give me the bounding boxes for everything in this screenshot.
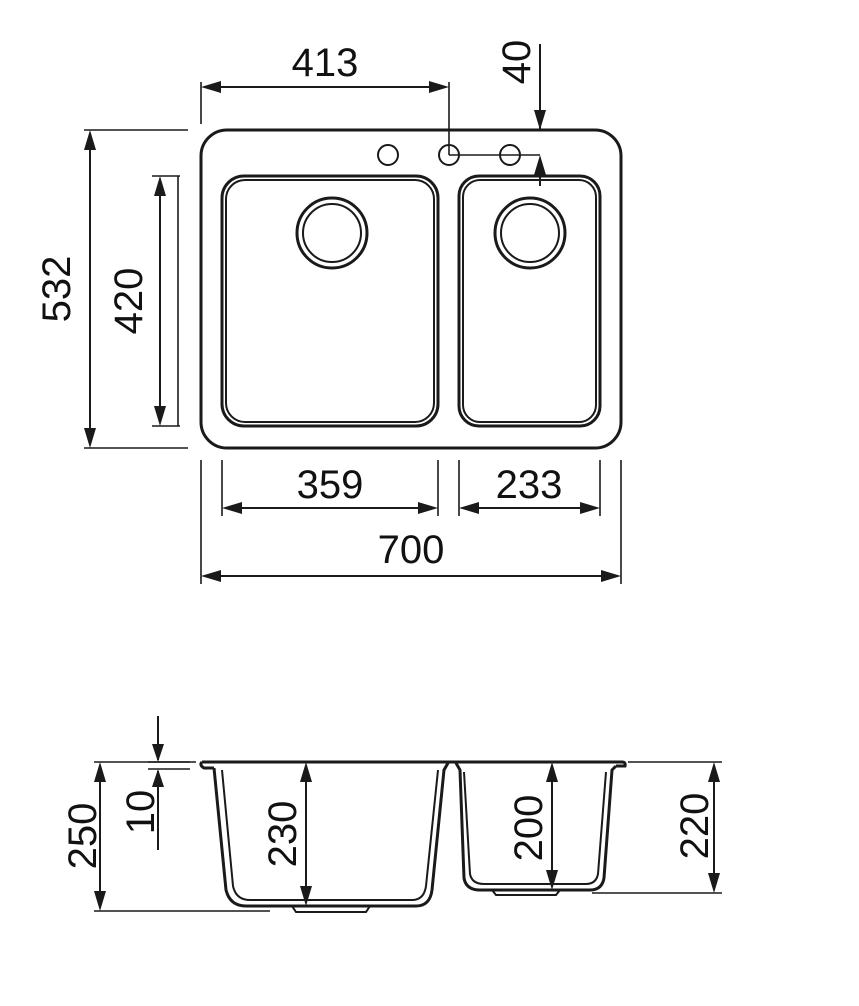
left-drain-icon [295, 196, 369, 270]
large-bowl-profile [212, 762, 450, 908]
section-view: 250 10 230 200 [61, 716, 722, 913]
dimension-40: 40 [450, 40, 546, 186]
dimension-200: 200 [507, 762, 558, 890]
sink-rim [199, 760, 627, 770]
dim-label-10: 10 [119, 790, 163, 835]
dim-label-700: 700 [378, 528, 445, 572]
dim-label-420: 420 [107, 268, 151, 335]
right-drain-icon [493, 196, 567, 270]
dimension-250: 250 [61, 761, 270, 912]
dim-label-233: 233 [496, 463, 563, 507]
tap-hole-left-icon [377, 144, 399, 166]
dim-label-532: 532 [35, 256, 79, 323]
dim-label-250: 250 [61, 803, 105, 870]
small-bowl-profile [454, 762, 618, 892]
top-view: 413 40 532 420 [35, 40, 623, 584]
dim-label-230: 230 [261, 801, 305, 868]
dim-label-359: 359 [297, 463, 364, 507]
dimension-233: 233 [458, 460, 601, 516]
dim-label-220: 220 [673, 793, 717, 860]
dimension-359: 359 [221, 460, 439, 516]
right-bowl [457, 174, 602, 428]
left-bowl [220, 174, 440, 428]
dimension-220: 220 [592, 761, 722, 894]
dim-label-200: 200 [507, 795, 551, 862]
dimension-420: 420 [107, 175, 180, 427]
sink-outline [199, 128, 623, 450]
dimension-413: 413 [200, 41, 450, 155]
dimension-230: 230 [261, 762, 312, 906]
dimension-532: 532 [35, 129, 188, 449]
dimension-700: 700 [200, 460, 622, 584]
dim-label-413: 413 [292, 41, 359, 85]
dimension-10: 10 [119, 716, 190, 850]
dim-label-40: 40 [495, 40, 539, 85]
